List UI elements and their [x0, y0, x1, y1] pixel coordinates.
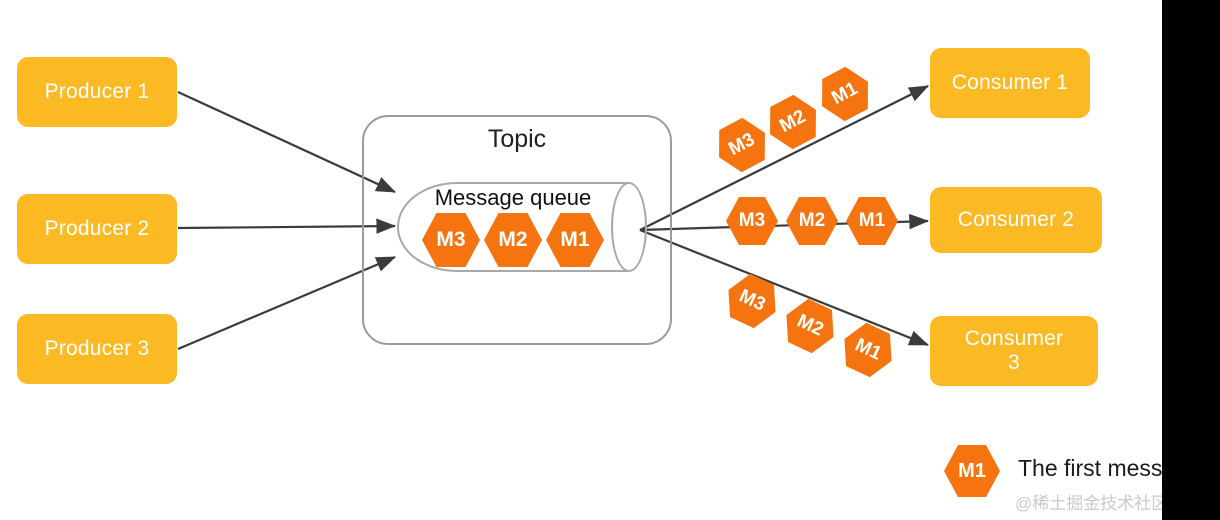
- consumer-box-1-label: Consumer 1: [951, 71, 1069, 95]
- stream-1-message-m3: M3: [708, 112, 776, 179]
- queue-message-m1-label: M1: [560, 228, 590, 251]
- stream-3-message-m2-label: M2: [793, 310, 827, 341]
- queue-message-m3-label: M3: [436, 228, 466, 251]
- producer-box-2-label: Producer 2: [44, 217, 150, 241]
- stream-1-message-m1-label: M1: [828, 78, 862, 110]
- consumer-box-3-label: Consumer 3: [964, 326, 1064, 374]
- topic-label: Topic: [487, 125, 547, 153]
- legend-hexagon: M1: [944, 445, 1000, 497]
- stream-3-message-m3-label: M3: [735, 285, 769, 316]
- stream-1-message-m2-label: M2: [776, 106, 810, 138]
- topic-container: Topic Message queue: [362, 115, 672, 345]
- consumer-box-2[interactable]: Consumer 2: [930, 187, 1102, 253]
- consumer-box-2-label: Consumer 2: [957, 208, 1075, 232]
- queue-message-m2-label: M2: [498, 228, 528, 251]
- stream-3-message-m1: M1: [834, 317, 901, 382]
- stream-2-message-m2: M2: [786, 197, 838, 245]
- stream-1-message-m2: M2: [759, 89, 827, 156]
- producer-box-1[interactable]: Producer 1: [17, 57, 177, 127]
- stream-3-message-m1-label: M1: [851, 334, 885, 365]
- queue-message-m1: M1: [546, 213, 604, 267]
- producer-box-3[interactable]: Producer 3: [17, 314, 177, 384]
- stream-3-message-m3: M3: [718, 268, 785, 333]
- topic-to-consumer-3: [639, 228, 930, 347]
- consumer-box-1[interactable]: Consumer 1: [930, 48, 1090, 118]
- legend-hexagon-label: M1: [958, 459, 986, 482]
- stream-2-message-m1: M1: [846, 197, 898, 245]
- stream-2-message-m3-label: M3: [738, 210, 766, 231]
- stream-2-message-m3: M3: [726, 197, 778, 245]
- producer-box-1-label: Producer 1: [44, 80, 150, 104]
- stream-3-message-m2: M2: [776, 293, 843, 358]
- producer-box-2[interactable]: Producer 2: [17, 194, 177, 264]
- consumer-box-3[interactable]: Consumer 3: [930, 316, 1098, 386]
- message-queue-label: Message queue: [434, 185, 592, 210]
- right-edge-band: [1162, 0, 1220, 520]
- cylinder-end-cap: [611, 182, 647, 272]
- stream-1-message-m1: M1: [811, 61, 879, 128]
- stream-2-message-m2-label: M2: [798, 210, 826, 231]
- stream-2-message-m1-label: M1: [858, 210, 886, 231]
- stream-1-message-m3-label: M3: [725, 129, 759, 161]
- producer-box-3-label: Producer 3: [44, 337, 150, 361]
- watermark: @稀土掘金技术社区: [1015, 494, 1169, 513]
- cylinder-body: [397, 182, 629, 272]
